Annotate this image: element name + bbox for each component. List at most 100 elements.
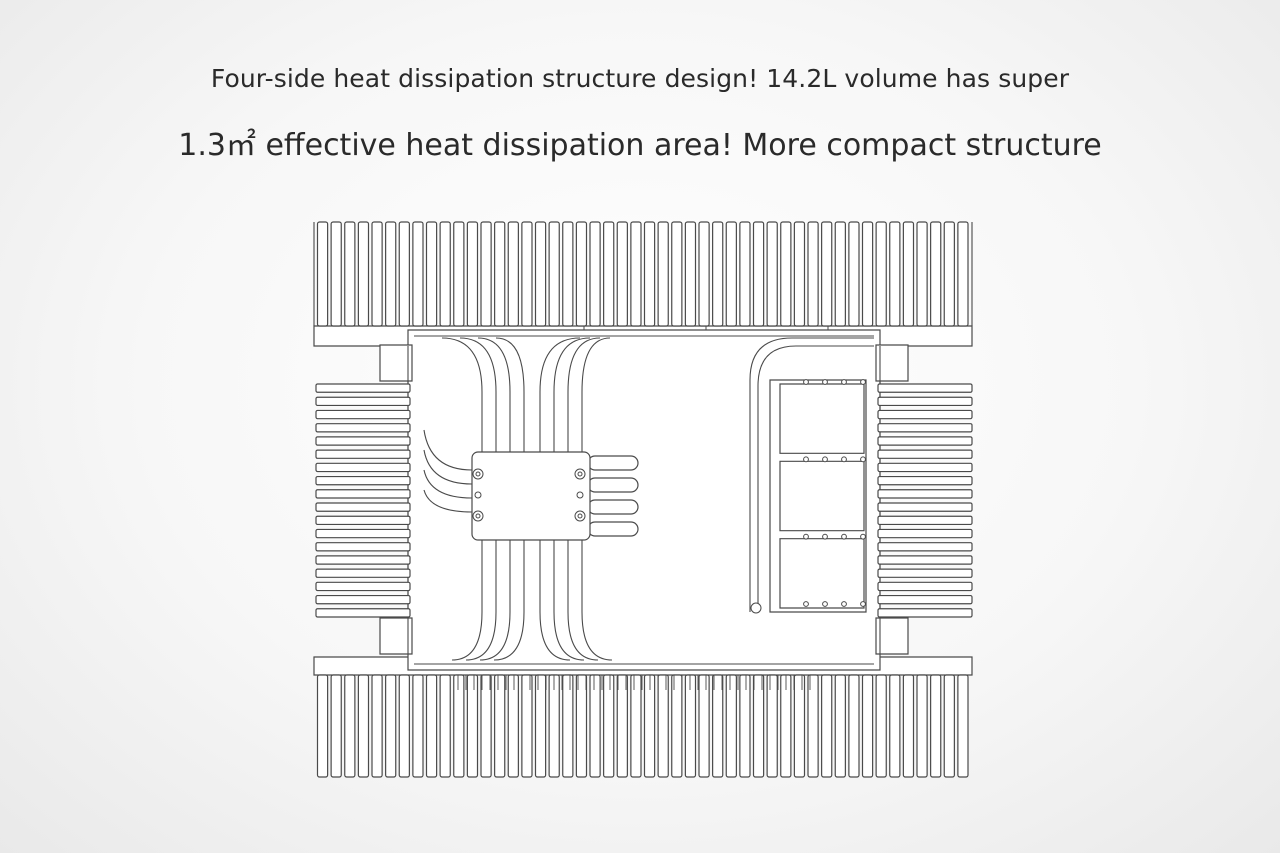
bottom-fin [617,675,627,777]
bottom-fin [318,675,328,777]
vrm-screw [823,380,828,385]
bottom-fin [481,675,491,777]
right-fin [878,556,972,564]
vrm-corner-screw [751,603,761,613]
top-fin [781,222,791,326]
bottom-fin [944,675,954,777]
bottom-fin [645,675,655,777]
cpu-cold-plate [472,452,590,540]
left-fin [316,397,410,405]
heat-pipe-bend-bottom [582,612,612,660]
right-fin [878,397,972,405]
vrm-module [780,461,864,530]
bottom-fin [699,675,709,777]
cpu-mount-screw-center [578,514,582,518]
left-fin [316,424,410,432]
top-fin-array [314,222,972,326]
bottom-fin [931,675,941,777]
chassis-outline [314,312,972,675]
right-fin [878,609,972,617]
bottom-fin [372,675,382,777]
top-fin [876,222,886,326]
left-fin [316,503,410,511]
bottom-fin [876,675,886,777]
heat-pipe-bend-top-right [568,338,600,392]
vrm-screw [842,380,847,385]
bottom-fin [794,675,804,777]
bottom-fin [467,675,477,777]
bottom-fin [822,675,832,777]
top-fin [958,222,968,326]
left-fin [316,582,410,590]
top-fin [767,222,777,326]
right-fin [878,529,972,537]
top-fin [849,222,859,326]
left-fin [316,410,410,418]
top-fin [563,222,573,326]
vrm-screw [823,534,828,539]
top-fin [536,222,546,326]
top-fin [386,222,396,326]
vrm-screw [804,380,809,385]
top-fin [890,222,900,326]
top-fin [399,222,409,326]
right-fin [878,477,972,485]
top-fin [931,222,941,326]
top-fin [863,222,873,326]
cpu-mount-screw-center [578,472,582,476]
side-bracket [380,618,412,654]
bottom-fin [767,675,777,777]
bottom-fin [508,675,518,777]
bottom-fin [536,675,546,777]
vrm-screw [861,602,866,607]
top-fin [726,222,736,326]
bottom-fin [835,675,845,777]
bottom-fin [740,675,750,777]
right-fin [878,384,972,392]
heat-pipe-bend-top-left [460,338,496,392]
bottom-fin [685,675,695,777]
headline-line-1: Four-side heat dissipation structure des… [210,64,1070,93]
vrm-screw [861,457,866,462]
top-fin [604,222,614,326]
bottom-fin [781,675,791,777]
left-fin [316,477,410,485]
top-fin [740,222,750,326]
heat-pipe-bend-top-left [478,338,510,392]
bottom-fin [863,675,873,777]
left-fin [316,490,410,498]
heat-pipe-bend-top-right [554,338,590,392]
bottom-fin [958,675,968,777]
bottom-fin [604,675,614,777]
top-fin [658,222,668,326]
vrm-screw [804,534,809,539]
right-fin [878,503,972,511]
heat-pipe-outlet [588,478,638,492]
heat-pipe-left-curve [424,430,472,470]
cpu-mount-screw-center [476,514,480,518]
bottom-fin [672,675,682,777]
bottom-fin [713,675,723,777]
top-fin [617,222,627,326]
right-fin [878,450,972,458]
top-fin [440,222,450,326]
bottom-fin [590,675,600,777]
heat-pipe-left-curve [424,450,472,484]
bottom-fin [440,675,450,777]
top-fin [345,222,355,326]
right-fin [878,424,972,432]
top-fin [427,222,437,326]
vrm-screw [823,602,828,607]
cpu-mount-pin [577,492,583,498]
vrm-screw [842,602,847,607]
heat-pipe-bend-bottom [466,612,496,660]
top-fin [672,222,682,326]
vrm-screw [804,457,809,462]
bottom-fin [576,675,586,777]
right-fin [878,569,972,577]
right-fin [878,410,972,418]
cpu-plate [472,452,590,540]
left-fin [316,609,410,617]
right-fin [878,490,972,498]
